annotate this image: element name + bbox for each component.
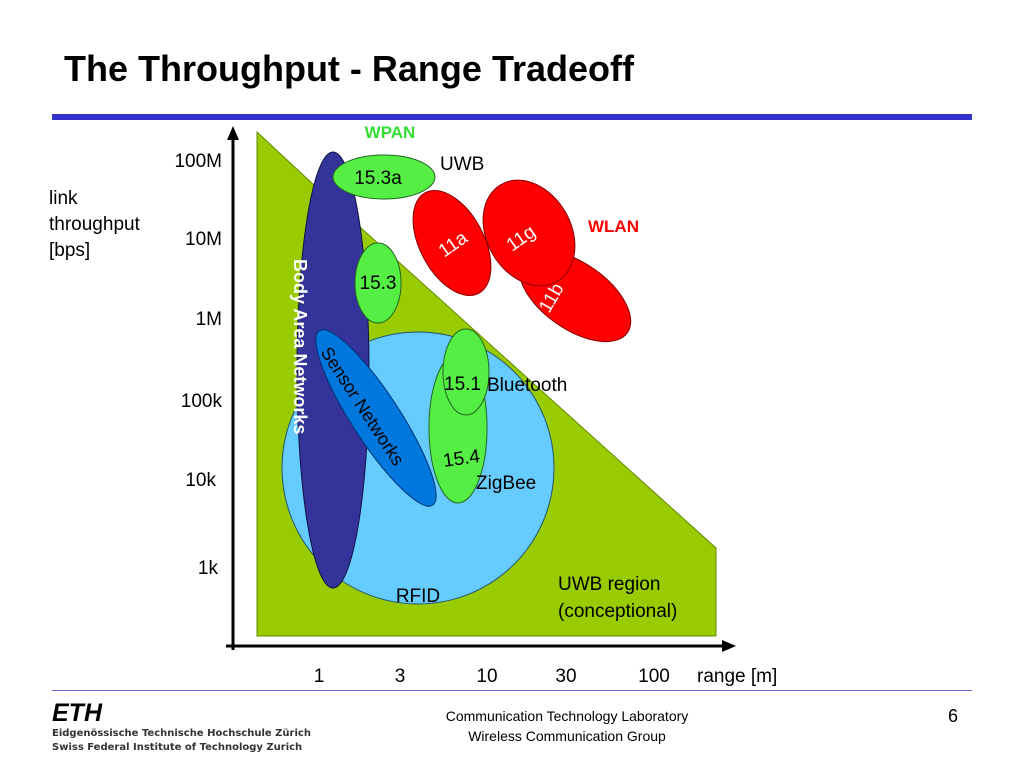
footer-rule — [52, 690, 972, 691]
x-tick-label: 10 — [476, 666, 498, 687]
eth-name-line: Swiss Federal Institute of Technology Zu… — [52, 742, 303, 753]
y-tick-label: 10M — [185, 229, 222, 250]
wlan-11a-shape — [412, 189, 492, 297]
standard-15-3a-shape — [332, 154, 436, 200]
title-rule — [52, 114, 972, 120]
standard-15-3-shape — [354, 242, 402, 324]
y-axis-label-line: link — [49, 188, 78, 209]
sensor-networks-shape — [315, 329, 437, 507]
slide-title: The Throughput - Range Tradeoff — [64, 48, 634, 89]
standard-15-1-shape — [442, 328, 490, 416]
x-tick-label: 3 — [394, 666, 406, 687]
y-tick-label: 1M — [195, 309, 222, 330]
uwb-region-label-line1: UWB region — [558, 574, 660, 595]
x-tick-label: 1 — [313, 666, 325, 687]
rfid-label: RFID — [396, 586, 440, 607]
body-area-networks-label: Body Area Networks — [290, 259, 310, 434]
zigbee-label: ZigBee — [476, 473, 536, 494]
x-tick-label: 100 — [638, 666, 670, 687]
x-axis-arrowhead — [722, 640, 736, 652]
y-tick-label: 10k — [185, 470, 216, 491]
y-axis-arrowhead — [227, 126, 239, 140]
footer-group-name: Wireless Communication Group — [468, 728, 666, 744]
wlan-label: WLAN — [588, 217, 639, 236]
eth-logo: ETH — [52, 700, 103, 724]
wlan-11g-shape — [482, 179, 576, 287]
y-axis-label-line: throughput — [49, 214, 140, 235]
y-axis-label: link throughput [bps] — [49, 186, 140, 264]
y-tick-label: 1k — [197, 558, 218, 579]
bluetooth-label: Bluetooth — [487, 375, 567, 396]
uwb-region-label-line2: (conceptional) — [558, 601, 677, 622]
standard-15-3-label: 15.3 — [360, 273, 397, 294]
eth-logo-text: ETH — [52, 700, 103, 724]
y-tick-label: 100M — [174, 151, 222, 172]
x-axis-label: range [m] — [697, 666, 778, 687]
footer-lab-name: Communication Technology Laboratory — [445, 708, 689, 724]
y-axis-label-line: [bps] — [49, 240, 91, 261]
x-tick-label: 30 — [555, 666, 577, 687]
uwb-label: UWB — [440, 154, 484, 175]
standard-15-4-label: 15.4 — [442, 446, 482, 472]
wpan-label: WPAN — [365, 123, 416, 142]
page-number: 6 — [948, 706, 959, 726]
footer-lab-info: Communication Technology Laboratory Wire… — [367, 706, 767, 746]
standard-15-1-label: 15.1 — [444, 374, 481, 395]
standard-15-3a-label: 15.3a — [354, 168, 402, 189]
eth-name-line: Eidgenössische Technische Hochschule Zür… — [52, 728, 311, 739]
y-tick-label: 100k — [180, 391, 222, 412]
